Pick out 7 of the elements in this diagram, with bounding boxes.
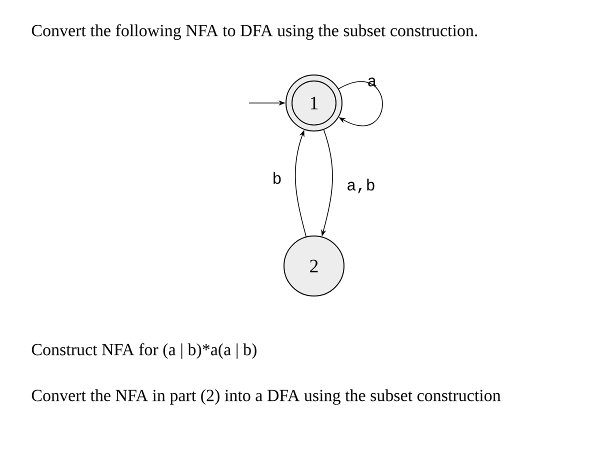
edge-label: b (274, 172, 281, 184)
arrow (338, 81, 383, 126)
edge-label: a (368, 78, 376, 86)
text-line: Convert the NFA in part (2) into a DFA using the subset construction (32, 389, 501, 405)
text-line: Construct NFA for (a | b)*a(a | b) (32, 343, 256, 359)
edge-label: a,b (348, 178, 374, 194)
heading: Convert the following NFA to DFA using the subset construction. (32, 24, 478, 40)
